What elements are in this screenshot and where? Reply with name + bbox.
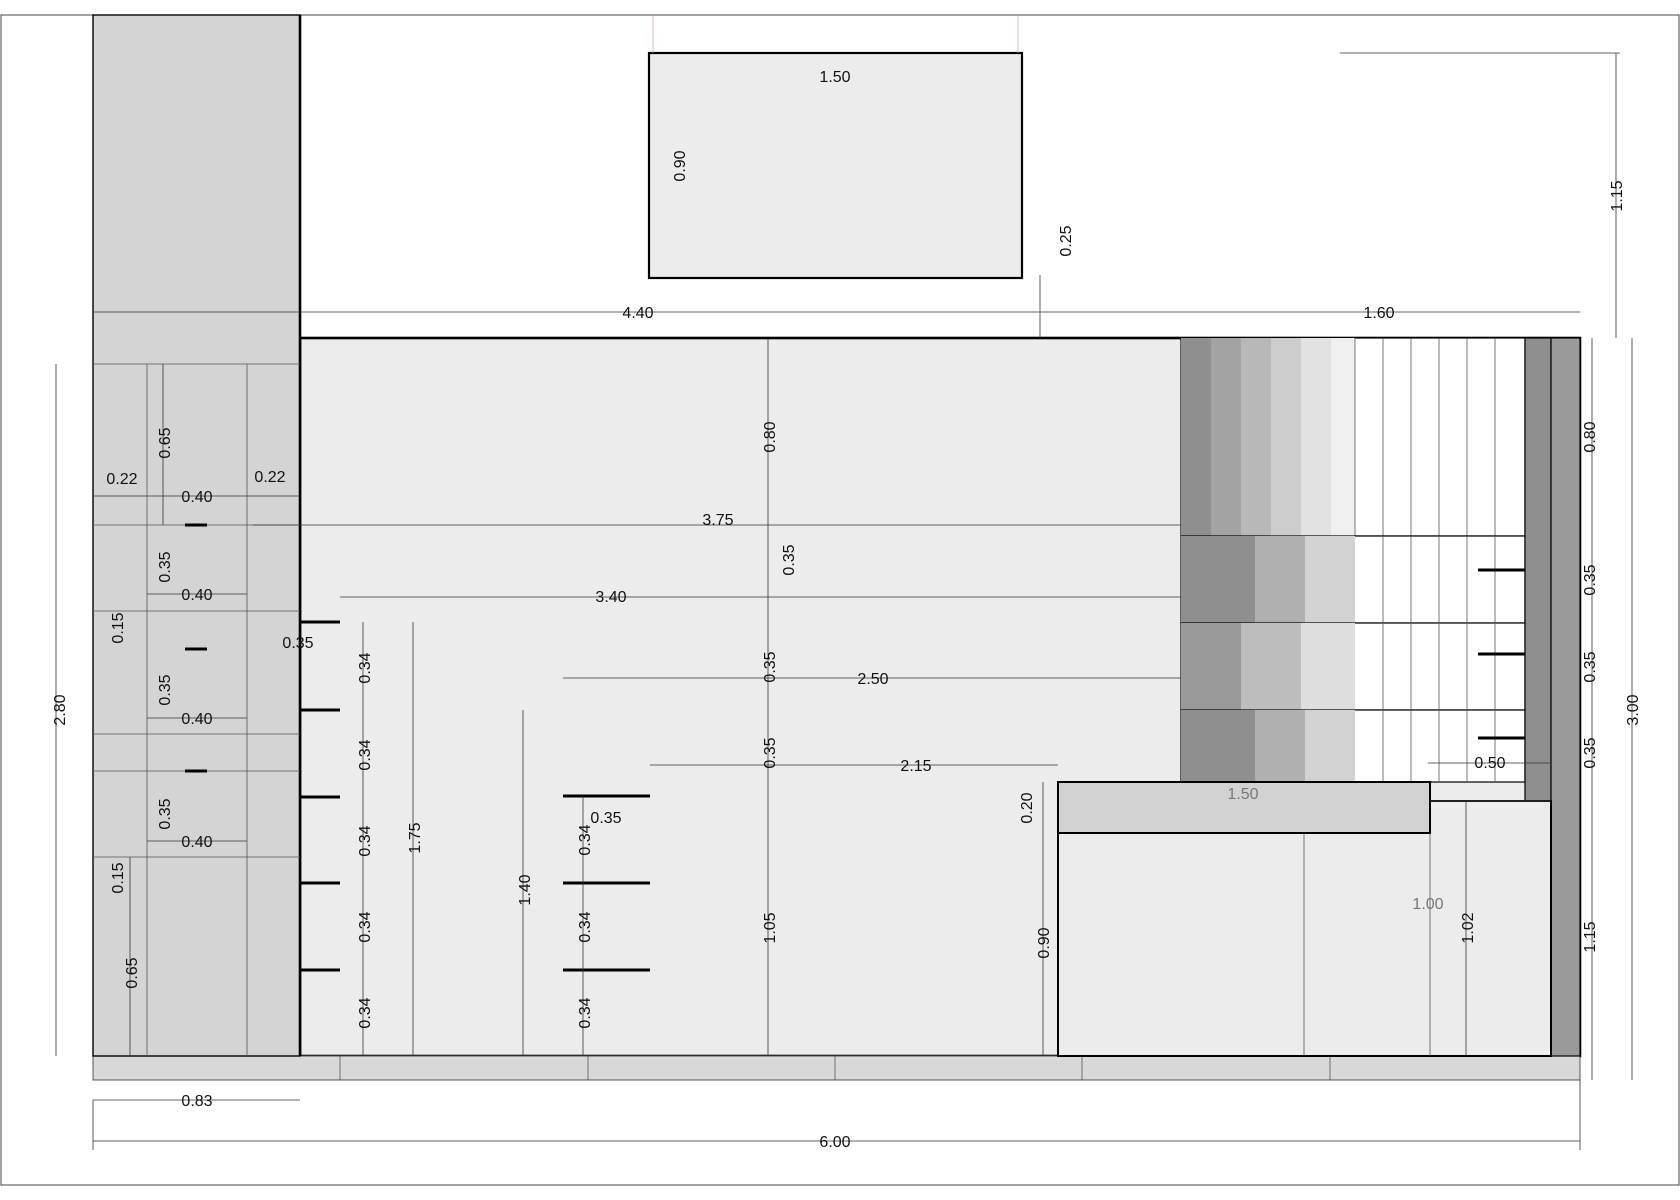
right-pillar-dark [1525, 338, 1551, 801]
dim-shelf-a-4: 0.34 [357, 911, 374, 942]
dim-column-gap-2: 0.35 [157, 674, 174, 705]
dim-shelf-b-2: 0.34 [577, 911, 594, 942]
dim-lower-height: 1.05 [762, 912, 779, 943]
right-pillar-outer [1551, 338, 1580, 1056]
dim-column-left: 0.22 [106, 471, 137, 488]
dim-right-035-a: 0.35 [1582, 564, 1599, 595]
dim-column-door-4: 0.40 [181, 834, 212, 851]
dim-mid-035-a: 0.35 [781, 544, 798, 575]
dim-span-250: 2.50 [857, 671, 888, 688]
dim-cabinet-width: 1.00 [1412, 896, 1443, 913]
wardrobe-row-2-shade-b [1241, 623, 1301, 710]
dim-height-175: 1.75 [407, 822, 424, 853]
dim-shelf-a-5: 0.34 [357, 997, 374, 1028]
dim-column-door-1: 0.40 [181, 489, 212, 506]
dim-column-lower: 0.65 [124, 957, 141, 988]
dim-column-total: 2.80 [52, 694, 69, 725]
dim-window-height: 0.90 [672, 150, 689, 181]
dim-counter-width: 1.50 [1227, 786, 1258, 803]
dim-right-035-c: 0.35 [1582, 737, 1599, 768]
left-column [93, 15, 300, 1056]
floor-strip [93, 1056, 1580, 1080]
dim-column-gap-3: 0.35 [157, 798, 174, 829]
dim-column-side: 0.35 [282, 635, 313, 652]
dim-column-door-2: 0.40 [181, 587, 212, 604]
dim-mid-035-c: 0.35 [762, 737, 779, 768]
wardrobe-row-1-dark [1181, 536, 1255, 623]
dim-counter-height: 0.90 [1036, 927, 1053, 958]
wardrobe-shade-2 [1211, 338, 1241, 536]
dim-right-080: 0.80 [1582, 421, 1599, 452]
dim-column-upper: 0.65 [157, 427, 174, 458]
dim-shelf-b-1: 0.34 [577, 824, 594, 855]
dim-column-width: 0.83 [181, 1093, 212, 1110]
dim-mid-035-b: 0.35 [762, 651, 779, 682]
window [649, 53, 1022, 278]
dim-counter-top: 0.20 [1019, 792, 1036, 823]
dim-cabinet-height: 1.02 [1460, 912, 1477, 943]
dim-shelf-b-width: 0.35 [590, 810, 621, 827]
dim-wall-span: 4.40 [622, 305, 653, 322]
dim-shelf-a-1: 0.34 [357, 652, 374, 683]
dim-span-340: 3.40 [595, 589, 626, 606]
dim-column-gap-1: 0.35 [157, 551, 174, 582]
dim-column-right: 0.22 [254, 469, 285, 486]
dim-height-140: 1.40 [517, 874, 534, 905]
dim-right-035-b: 0.35 [1582, 651, 1599, 682]
wardrobe-shade-6 [1331, 338, 1355, 536]
wardrobe-row-3-dark [1181, 710, 1255, 782]
wardrobe-shade-5 [1301, 338, 1331, 536]
wardrobe-shade-1 [1181, 338, 1211, 536]
dim-upper-height: 0.80 [762, 421, 779, 452]
dim-total-width: 6.00 [819, 1134, 850, 1151]
wardrobe-row-2-shade-a [1181, 623, 1241, 710]
dim-column-small-2: 0.15 [110, 862, 127, 893]
wardrobe-row-1-shade-a [1255, 536, 1305, 623]
dim-span-215: 2.15 [900, 758, 931, 775]
wardrobe-shade-4 [1271, 338, 1301, 536]
wardrobe-row-1-shade-b [1305, 536, 1355, 623]
dim-span-375: 3.75 [702, 512, 733, 529]
wardrobe-row-3-shade-b [1305, 710, 1355, 782]
wardrobe-shade-3 [1241, 338, 1271, 536]
dim-shelf-b-3: 0.34 [577, 997, 594, 1028]
dim-right-span: 1.60 [1363, 305, 1394, 322]
cabinet-body [1058, 801, 1551, 1056]
wardrobe-row-3-shade-a [1255, 710, 1305, 782]
dim-shelf-a-3: 0.34 [357, 825, 374, 856]
dim-window-sill: 0.25 [1058, 225, 1075, 256]
dim-counter-right: 0.50 [1474, 755, 1505, 772]
dim-column-door-3: 0.40 [181, 711, 212, 728]
dim-column-small-1: 0.15 [110, 612, 127, 643]
dim-right-115: 1.15 [1582, 921, 1599, 952]
wardrobe-row-2-shade-c [1301, 623, 1355, 710]
dim-right-total: 3.00 [1625, 694, 1642, 725]
dim-top-right-height: 1.15 [1609, 180, 1626, 211]
dim-window-width: 1.50 [819, 69, 850, 86]
dim-shelf-a-2: 0.34 [357, 739, 374, 770]
